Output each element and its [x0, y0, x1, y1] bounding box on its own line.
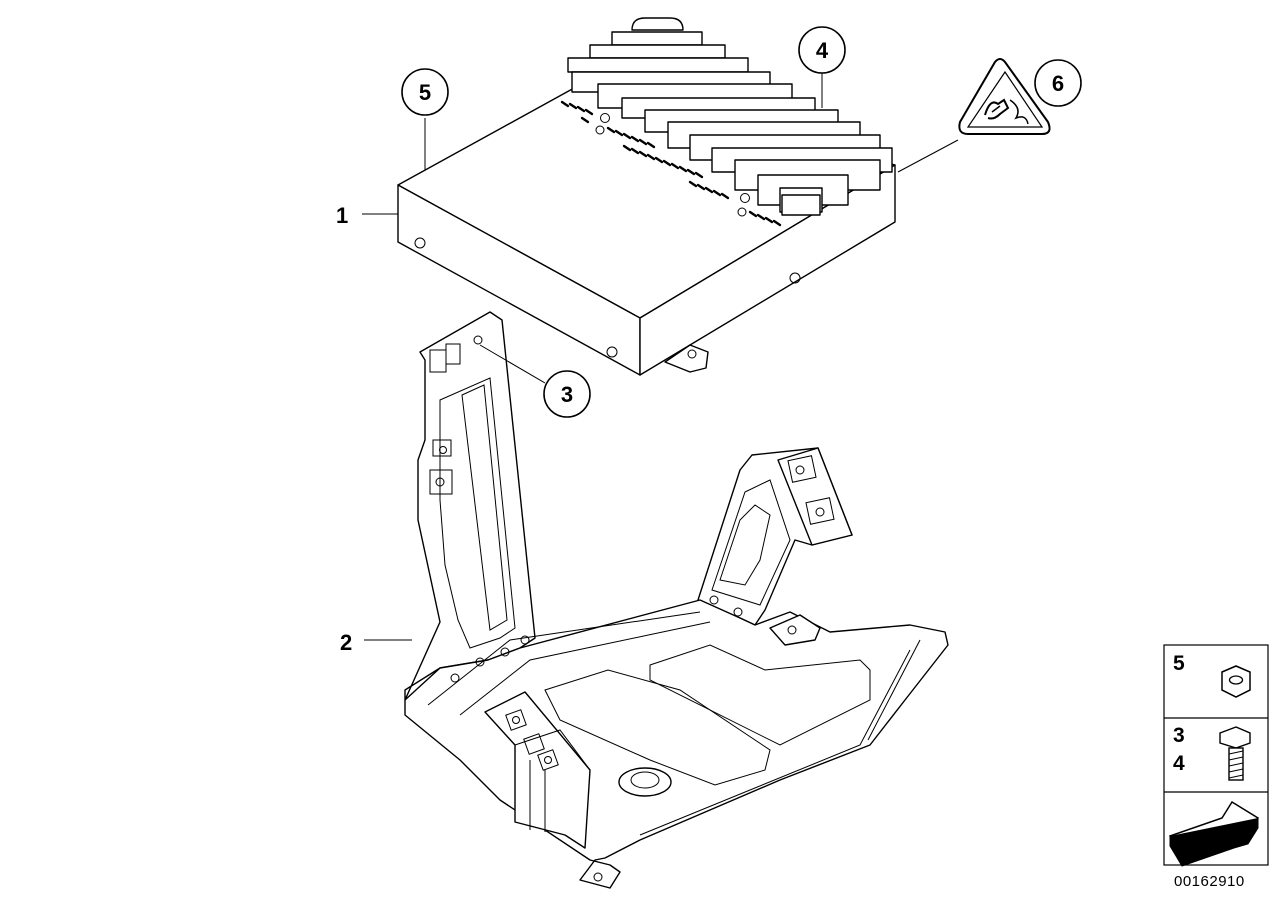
callout-5-label: 5 — [419, 80, 431, 105]
heat-sink-fins — [567, 17, 893, 213]
hex-nut-icon — [1221, 665, 1251, 698]
callout-6-label: 6 — [1052, 71, 1064, 96]
legend-nut-number: 5 — [1173, 652, 1185, 675]
callout-4: 4 — [798, 26, 846, 74]
callout-3-label: 3 — [561, 382, 573, 407]
hardware-legend: 5 3 4 — [1163, 644, 1269, 867]
callout-2: 2 — [340, 630, 352, 655]
mounting-bracket — [404, 311, 949, 889]
leader-lines — [362, 72, 959, 641]
esd-warning-icon — [958, 58, 1051, 135]
document-number: 00162910 — [1174, 873, 1245, 890]
callout-6: 6 — [1034, 59, 1082, 107]
bolt-icon — [1219, 726, 1251, 781]
callout-1: 1 — [336, 203, 348, 228]
callout-3: 3 — [543, 370, 591, 418]
legend-bolt-number-a: 3 — [1173, 724, 1185, 747]
vent-slots — [560, 100, 782, 227]
callout-4-label: 4 — [816, 38, 829, 63]
callout-5: 5 — [401, 68, 449, 116]
amplifier-unit — [397, 17, 896, 376]
legend-bolt-number-b: 4 — [1173, 752, 1185, 775]
direction-arrow-icon — [1168, 800, 1260, 867]
